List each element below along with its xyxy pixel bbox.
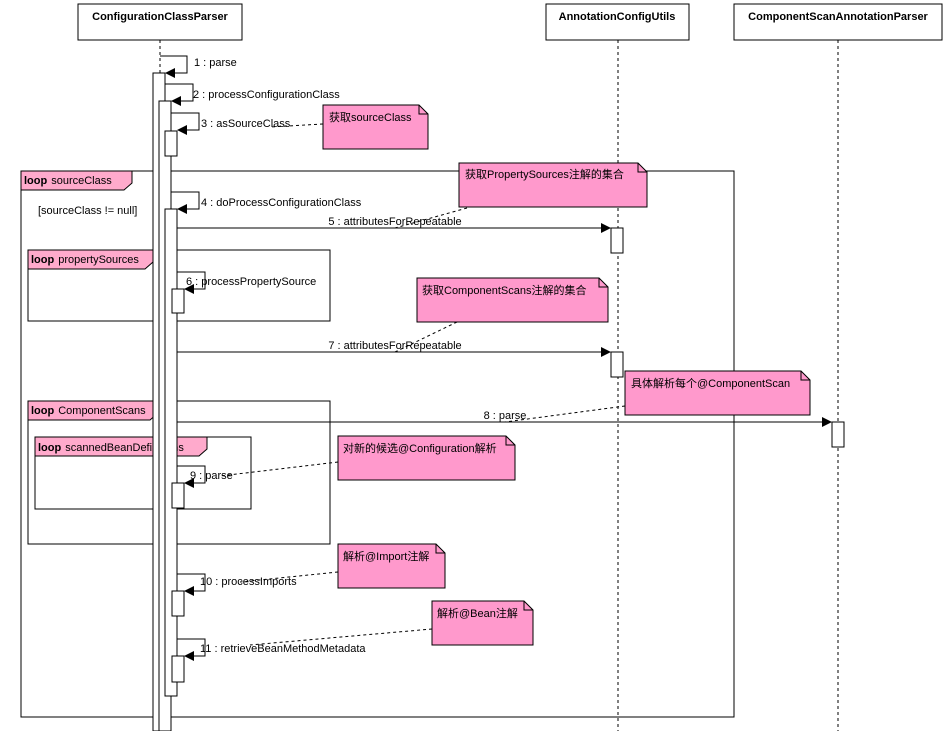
message-2: 2 : processConfigurationClass: [165, 83, 340, 106]
message-7: 7 : attributesForRepeatable: [177, 340, 611, 357]
participant-component-scan-annotation-parser: ComponentScanAnnotationParser: [733, 3, 943, 41]
note-text: 获取PropertySources注解的集合: [465, 167, 624, 181]
note-get-source-class: 获取sourceClass: [322, 104, 429, 150]
message-label: 10 : processImports: [200, 576, 297, 588]
participant-annotation-config-utils: AnnotationConfigUtils: [545, 3, 690, 41]
participant-configuration-class-parser: ConfigurationClassParser: [77, 3, 243, 41]
note-component-scans: 获取ComponentScans注解的集合: [416, 277, 609, 323]
participant-label: ConfigurationClassParser: [92, 11, 228, 23]
note-connector: [394, 207, 468, 229]
message-3: 3 : asSourceClass: [171, 112, 291, 135]
note-text: 对新的候选@Configuration解析: [343, 441, 497, 455]
note-new-configuration: 对新的候选@Configuration解析: [337, 435, 516, 481]
message-label: 8 : parse: [484, 410, 527, 422]
message-1: 1 : parse: [160, 55, 237, 78]
activation-bar: [171, 482, 185, 509]
activation-bar: [171, 288, 185, 314]
activation-bar: [610, 227, 624, 254]
message-label: 9 : parse: [190, 470, 233, 482]
message-label: 6 : processPropertySource: [186, 276, 316, 288]
message-9: 9 : parse: [177, 465, 233, 488]
note-text: 具体解析每个@ComponentScan: [631, 376, 790, 390]
note-connector: [269, 123, 324, 128]
message-11: 11 : retrieveBeanMethodMetadata: [177, 638, 366, 661]
note-connector: [249, 628, 433, 646]
message-label: 4 : doProcessConfigurationClass: [201, 197, 362, 209]
note-text: 解析@Bean注解: [437, 606, 518, 620]
note-text: 获取ComponentScans注解的集合: [422, 283, 586, 297]
note-connector: [504, 405, 626, 423]
message-6: 6 : processPropertySource: [177, 271, 316, 294]
message-label: 1 : parse: [194, 57, 237, 69]
note-connector: [239, 571, 339, 583]
message-8: 8 : parse: [177, 410, 832, 427]
note-connector: [219, 461, 339, 477]
activation-bar: [610, 351, 624, 378]
activation-bar: [164, 130, 178, 157]
message-5: 5 : attributesForRepeatable: [177, 216, 611, 233]
note-import: 解析@Import注解: [337, 543, 446, 589]
message-label: 7 : attributesForRepeatable: [328, 340, 461, 352]
message-label: 11 : retrieveBeanMethodMetadata: [200, 643, 366, 655]
loop-guard: [sourceClass != null]: [38, 205, 137, 217]
note-property-sources: 获取PropertySources注解的集合: [458, 162, 648, 208]
participant-label: AnnotationConfigUtils: [559, 11, 676, 23]
note-bean: 解析@Bean注解: [431, 600, 534, 646]
note-text: 解析@Import注解: [343, 549, 429, 563]
message-4: 4 : doProcessConfigurationClass: [171, 191, 362, 214]
message-label: 3 : asSourceClass: [201, 118, 291, 130]
participant-label: ComponentScanAnnotationParser: [748, 11, 928, 23]
message-10: 10 : processImports: [177, 573, 297, 596]
activation-bar: [171, 590, 185, 617]
activation-bar: [171, 655, 185, 683]
note-parse-component-scan: 具体解析每个@ComponentScan: [624, 370, 811, 416]
message-label: 2 : processConfigurationClass: [193, 89, 340, 101]
activation-bar: [831, 421, 845, 448]
note-text: 获取sourceClass: [329, 111, 412, 124]
activation-bar: [164, 208, 178, 697]
message-label: 5 : attributesForRepeatable: [328, 216, 461, 228]
